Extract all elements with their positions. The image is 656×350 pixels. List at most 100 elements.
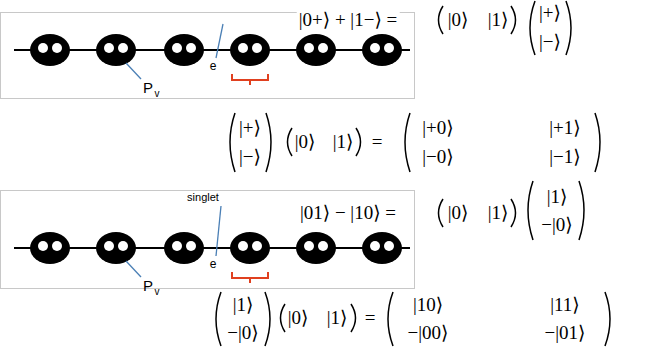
paren (439, 6, 444, 34)
paren (511, 6, 516, 34)
matrix-cell: |1⟩ (545, 186, 570, 208)
equals-sign: = (363, 307, 378, 329)
site-label: P (143, 277, 153, 294)
matrix-cell: |+0⟩ (420, 117, 455, 139)
bead (230, 232, 270, 264)
bead (96, 34, 136, 66)
bead (164, 232, 204, 264)
matrix-cell: |−⟩ (537, 31, 563, 53)
matrix-cell: |1⟩ (486, 9, 511, 31)
matrix-cell: |−0⟩ (420, 146, 455, 168)
bead-body (230, 34, 270, 66)
bead-dot (52, 241, 62, 251)
bead-dot (370, 43, 380, 53)
leader-line (126, 63, 141, 79)
bracket (232, 272, 268, 283)
paren (595, 113, 600, 172)
bead-dot (38, 241, 48, 251)
bead-dot (384, 241, 394, 251)
bead-body (96, 232, 136, 264)
matrix-cell: −|01⟩ (543, 322, 588, 344)
bead (30, 232, 70, 264)
state-label: singlet (187, 191, 219, 204)
bead-body (362, 232, 402, 264)
bead-dot (238, 43, 248, 53)
matrix-cell: |11⟩ (548, 294, 582, 316)
leader-line (216, 206, 221, 256)
bead (296, 232, 336, 264)
matrix-cell: |+⟩ (237, 117, 263, 139)
bead-dot (52, 43, 62, 53)
bead-body (164, 34, 204, 66)
matrix-cell: |1⟩ (331, 131, 356, 153)
paren (266, 113, 271, 172)
bead-body (164, 232, 204, 264)
bead-dot (252, 241, 262, 251)
matrix-cell: |0⟩ (293, 131, 318, 153)
bead-dot (186, 43, 196, 53)
bead-body (30, 232, 70, 264)
matrix-cell: |10⟩ (411, 294, 445, 316)
bead-dot (172, 43, 182, 53)
paren (230, 113, 235, 172)
bead-dot (104, 241, 114, 251)
matrix-cell: |+⟩ (537, 2, 563, 24)
bracket (232, 74, 268, 85)
bead-dot (118, 241, 128, 251)
bead (296, 34, 336, 66)
equals-sign: = (370, 131, 385, 153)
bead-body (296, 34, 336, 66)
bead-dot (252, 43, 262, 53)
matrix-cell: |0⟩ (446, 9, 471, 31)
paren (351, 304, 356, 332)
matrix-cell: |1⟩ (231, 294, 256, 316)
bead (362, 34, 402, 66)
bead-dot (38, 43, 48, 53)
site-label: P (143, 79, 153, 96)
matrix-cell: |1⟩ (325, 307, 350, 329)
subscript: v (155, 88, 160, 100)
matrix-cell: |+1⟩ (547, 117, 582, 139)
bead-body (96, 34, 136, 66)
bead-dot (304, 43, 314, 53)
bead-dot (370, 241, 380, 251)
paren (605, 292, 610, 346)
bead-body (362, 34, 402, 66)
electron-label: e (210, 60, 217, 74)
paren (528, 181, 533, 240)
matrix-cell: |−1⟩ (547, 146, 582, 168)
bead-dot (186, 241, 196, 251)
matrix-cell: |0⟩ (286, 307, 311, 329)
bead-dot (384, 43, 394, 53)
bead (164, 34, 204, 66)
bead-dot (104, 43, 114, 53)
paren (356, 128, 361, 156)
paren (530, 1, 535, 55)
bead-body (230, 232, 270, 264)
matrix-cell: −|0⟩ (539, 214, 574, 236)
matrix-cell: |−⟩ (237, 146, 263, 168)
matrix-parentheses (216, 1, 610, 346)
matrix-cell: |1⟩ (486, 202, 511, 224)
bead-dot (172, 241, 182, 251)
equation-side: |01⟩ − |10⟩ = (298, 202, 398, 224)
chain-line (14, 49, 410, 51)
matrix-cell: −|00⟩ (406, 322, 451, 344)
picture-frame (1, 191, 415, 289)
paren (511, 199, 516, 227)
paren (405, 113, 410, 172)
bead-dot (318, 43, 328, 53)
matrix-cell: −|0⟩ (225, 322, 260, 344)
bead-dot (118, 43, 128, 53)
electron-label: e (210, 258, 217, 272)
matrix-cell: |0⟩ (446, 202, 471, 224)
bead-dot (304, 241, 314, 251)
bead (30, 34, 70, 66)
subscript: v (155, 286, 160, 298)
paren (288, 128, 293, 156)
paren (388, 292, 393, 346)
paren (281, 304, 286, 332)
bead-dot (238, 241, 248, 251)
leader-line (126, 261, 141, 277)
